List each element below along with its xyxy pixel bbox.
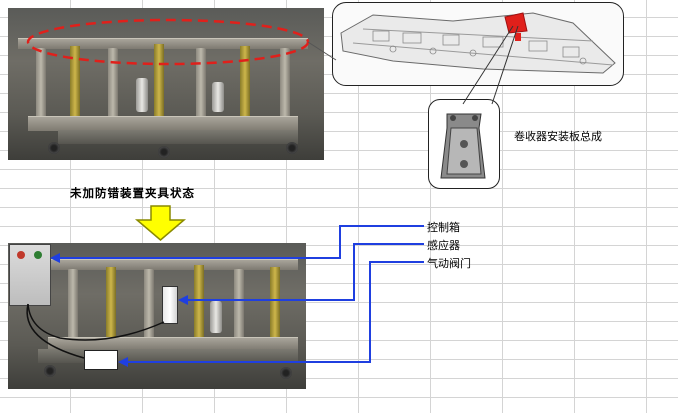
part-name-label: 卷收器安装板总成 <box>514 130 602 143</box>
cad-to-part-line-left <box>462 25 514 105</box>
part-closeup-box <box>428 99 500 189</box>
leader-line-valve <box>126 261 424 363</box>
pneumatic-valve-label: 气动阀门 <box>427 257 471 270</box>
part-closeup-svg <box>440 113 486 179</box>
blue-arrowhead-icon <box>118 357 128 367</box>
sensor-device <box>162 286 178 324</box>
control-box-device <box>9 244 51 306</box>
green-lamp-icon <box>34 251 42 259</box>
sensor-label: 感应器 <box>427 239 460 252</box>
cad-part-drawing <box>332 2 624 86</box>
caption-no-errorproofing: 未加防错装置夹具状态 <box>70 186 195 200</box>
pneumatic-valve-device <box>84 350 118 370</box>
red-lamp-icon <box>17 251 25 259</box>
control-box-label: 控制箱 <box>427 221 460 234</box>
yellow-down-arrow-icon <box>134 205 187 241</box>
blue-arrowhead-icon <box>50 253 60 263</box>
cad-to-part-line-right <box>491 25 519 105</box>
leader-line-control-box <box>58 225 424 259</box>
blue-arrowhead-icon <box>178 295 188 305</box>
leader-line-sensor <box>186 243 424 301</box>
highlight-ellipse <box>26 18 310 66</box>
ellipse-to-cad-line <box>307 41 337 61</box>
fixture-photo-top <box>8 8 324 160</box>
cad-drawing-svg <box>340 12 616 74</box>
